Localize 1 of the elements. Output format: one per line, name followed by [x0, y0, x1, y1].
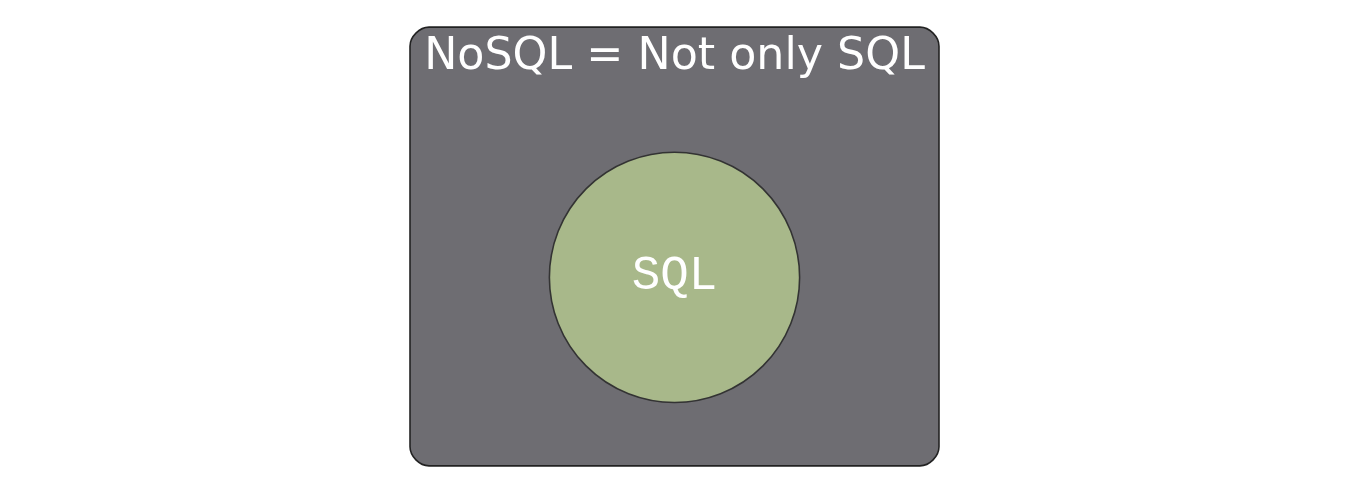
node-circle: SQL	[548, 151, 800, 404]
